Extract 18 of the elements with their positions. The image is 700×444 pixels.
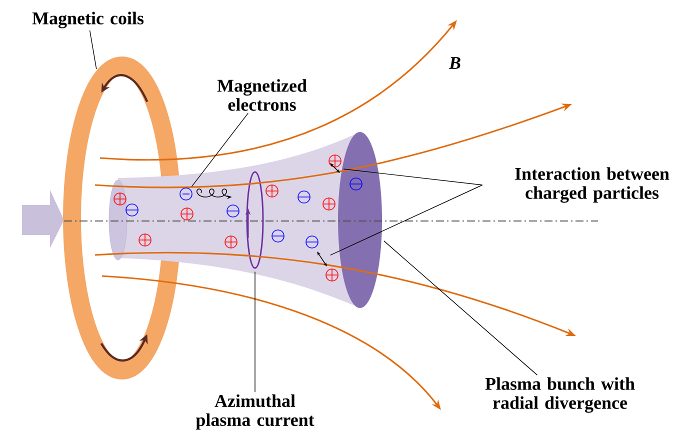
- leader-line: [343, 168, 483, 186]
- label-text: Magnetized electrons: [217, 79, 307, 111]
- leader-line: [254, 271, 256, 392]
- label-text: Azimuthal plasma current: [196, 394, 314, 430]
- leader-line: [330, 184, 483, 256]
- field-label: B: [448, 57, 460, 69]
- leader-line: [89, 30, 97, 70]
- magnetic-coil: [63, 56, 181, 380]
- electron-icon: [180, 188, 192, 200]
- current-loop: [246, 171, 264, 269]
- label-text: Interaction between charged particles: [515, 167, 670, 203]
- label-text: Magnetic coils: [32, 12, 144, 28]
- interaction-arrow: [330, 163, 340, 173]
- label-text: Plasma bunch with radial divergence: [485, 377, 635, 413]
- leader-line: [384, 240, 538, 376]
- interaction-arrow: [317, 252, 327, 266]
- plasma-bunch: [338, 132, 382, 308]
- leader-line: [191, 112, 249, 187]
